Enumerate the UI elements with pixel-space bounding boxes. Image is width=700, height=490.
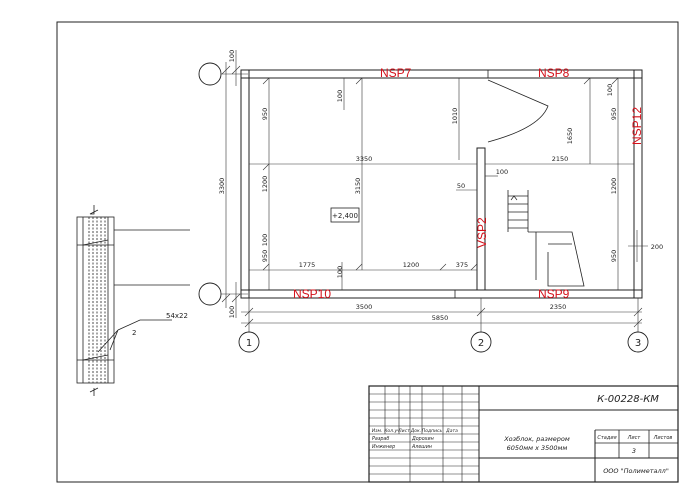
- dim-100-e: 100: [336, 266, 344, 278]
- dim-200: 200: [651, 243, 663, 251]
- dim-1200-h: 1200: [403, 261, 420, 269]
- interior-dimensions: [249, 77, 638, 290]
- axis-label-2: 2: [478, 338, 484, 349]
- dim-3500: 3500: [356, 303, 373, 311]
- dim-100-bottom: 100: [228, 306, 236, 318]
- dim-3300: 3300: [218, 178, 226, 195]
- axis-bubble-1: [238, 331, 260, 353]
- dim-3350: 3350: [356, 155, 373, 163]
- dim-1010: 1010: [451, 108, 459, 125]
- dim-100-c: 100: [336, 90, 344, 102]
- dim-2150: 2150: [552, 155, 569, 163]
- elevation-mark: +2,400: [332, 212, 358, 220]
- panel-label-nsp7: NSP7: [380, 66, 412, 80]
- dim-100-d: 100: [606, 84, 614, 96]
- exterior-dimensions: [200, 50, 648, 334]
- axis-bubble-3: [627, 331, 649, 353]
- node-detail: [76, 205, 190, 396]
- wall-top: [240, 69, 643, 79]
- dim-950-c: 950: [610, 108, 618, 120]
- panel-label-nsp10: NSP10: [293, 287, 331, 301]
- panel-label-nsp12: NSP12: [630, 107, 644, 145]
- axis-bubble-bottom-left: [198, 282, 222, 306]
- dim-1200-v-a: 1200: [261, 176, 269, 193]
- object-name-line1: Хозблок, размером: [503, 435, 570, 443]
- sheet-number: 3: [632, 447, 636, 455]
- name-2: Алешин: [411, 444, 432, 450]
- wall-right: [633, 69, 643, 299]
- dim-3150: 3150: [354, 178, 362, 195]
- col-sheets: Листов: [653, 435, 673, 441]
- dim-1775: 1775: [299, 261, 316, 269]
- dim-100-b: 100: [261, 234, 269, 246]
- dim-100-door: 100: [496, 168, 508, 176]
- col-stage: Стадия: [597, 435, 616, 441]
- sheet-border: [56, 21, 679, 483]
- panel-label-nsp8: NSP8: [538, 66, 570, 80]
- col-sheet: Лист: [627, 435, 642, 441]
- dim-375: 375: [456, 261, 468, 269]
- role-1: Разраб: [372, 436, 389, 442]
- dim-2350: 2350: [550, 303, 567, 311]
- node-profile-label: 54x22: [166, 312, 188, 320]
- dim-950-d: 950: [610, 250, 618, 262]
- dim-1650: 1650: [566, 128, 574, 145]
- dim-1200-v-b: 1200: [610, 178, 618, 195]
- dim-5850: 5850: [432, 314, 449, 322]
- header-izm: Изм.: [372, 428, 383, 434]
- header-data: Дата: [445, 428, 458, 434]
- dim-950-a: 950: [261, 108, 269, 120]
- header-dok: Док.: [410, 428, 421, 434]
- title-block: [368, 385, 679, 483]
- object-name-line2: 6050мм х 3500мм: [507, 444, 568, 452]
- name-1: Дорохин: [411, 436, 434, 442]
- node-mark: 2: [132, 329, 136, 337]
- company-name: ООО "Полиметалл": [603, 467, 669, 475]
- dim-100-top: 100: [228, 50, 236, 62]
- axis-bubble-2: [470, 331, 492, 353]
- dim-950-b: 950: [261, 250, 269, 262]
- axis-bubble-top-left: [198, 62, 222, 86]
- elevation-box: [330, 207, 360, 223]
- panel-label-nsp9: NSP9: [538, 287, 570, 301]
- wall-partition: [476, 147, 486, 291]
- axis-label-1: 1: [246, 338, 252, 349]
- header-podpis: Подпись: [422, 428, 443, 434]
- drawing-code: К-00228-КМ: [597, 394, 659, 405]
- axis-bubbles: [198, 62, 649, 353]
- door-swing: [487, 79, 549, 143]
- axis-label-3: 3: [635, 338, 641, 349]
- dim-50: 50: [457, 182, 465, 190]
- staircase: [507, 190, 585, 287]
- header-kolvo: Кол.уч: [384, 428, 400, 434]
- role-2: Инженер: [372, 444, 395, 450]
- wall-left: [240, 69, 250, 299]
- header-list: Лист: [397, 428, 410, 434]
- panel-label-vsp2: VSP2: [475, 217, 489, 248]
